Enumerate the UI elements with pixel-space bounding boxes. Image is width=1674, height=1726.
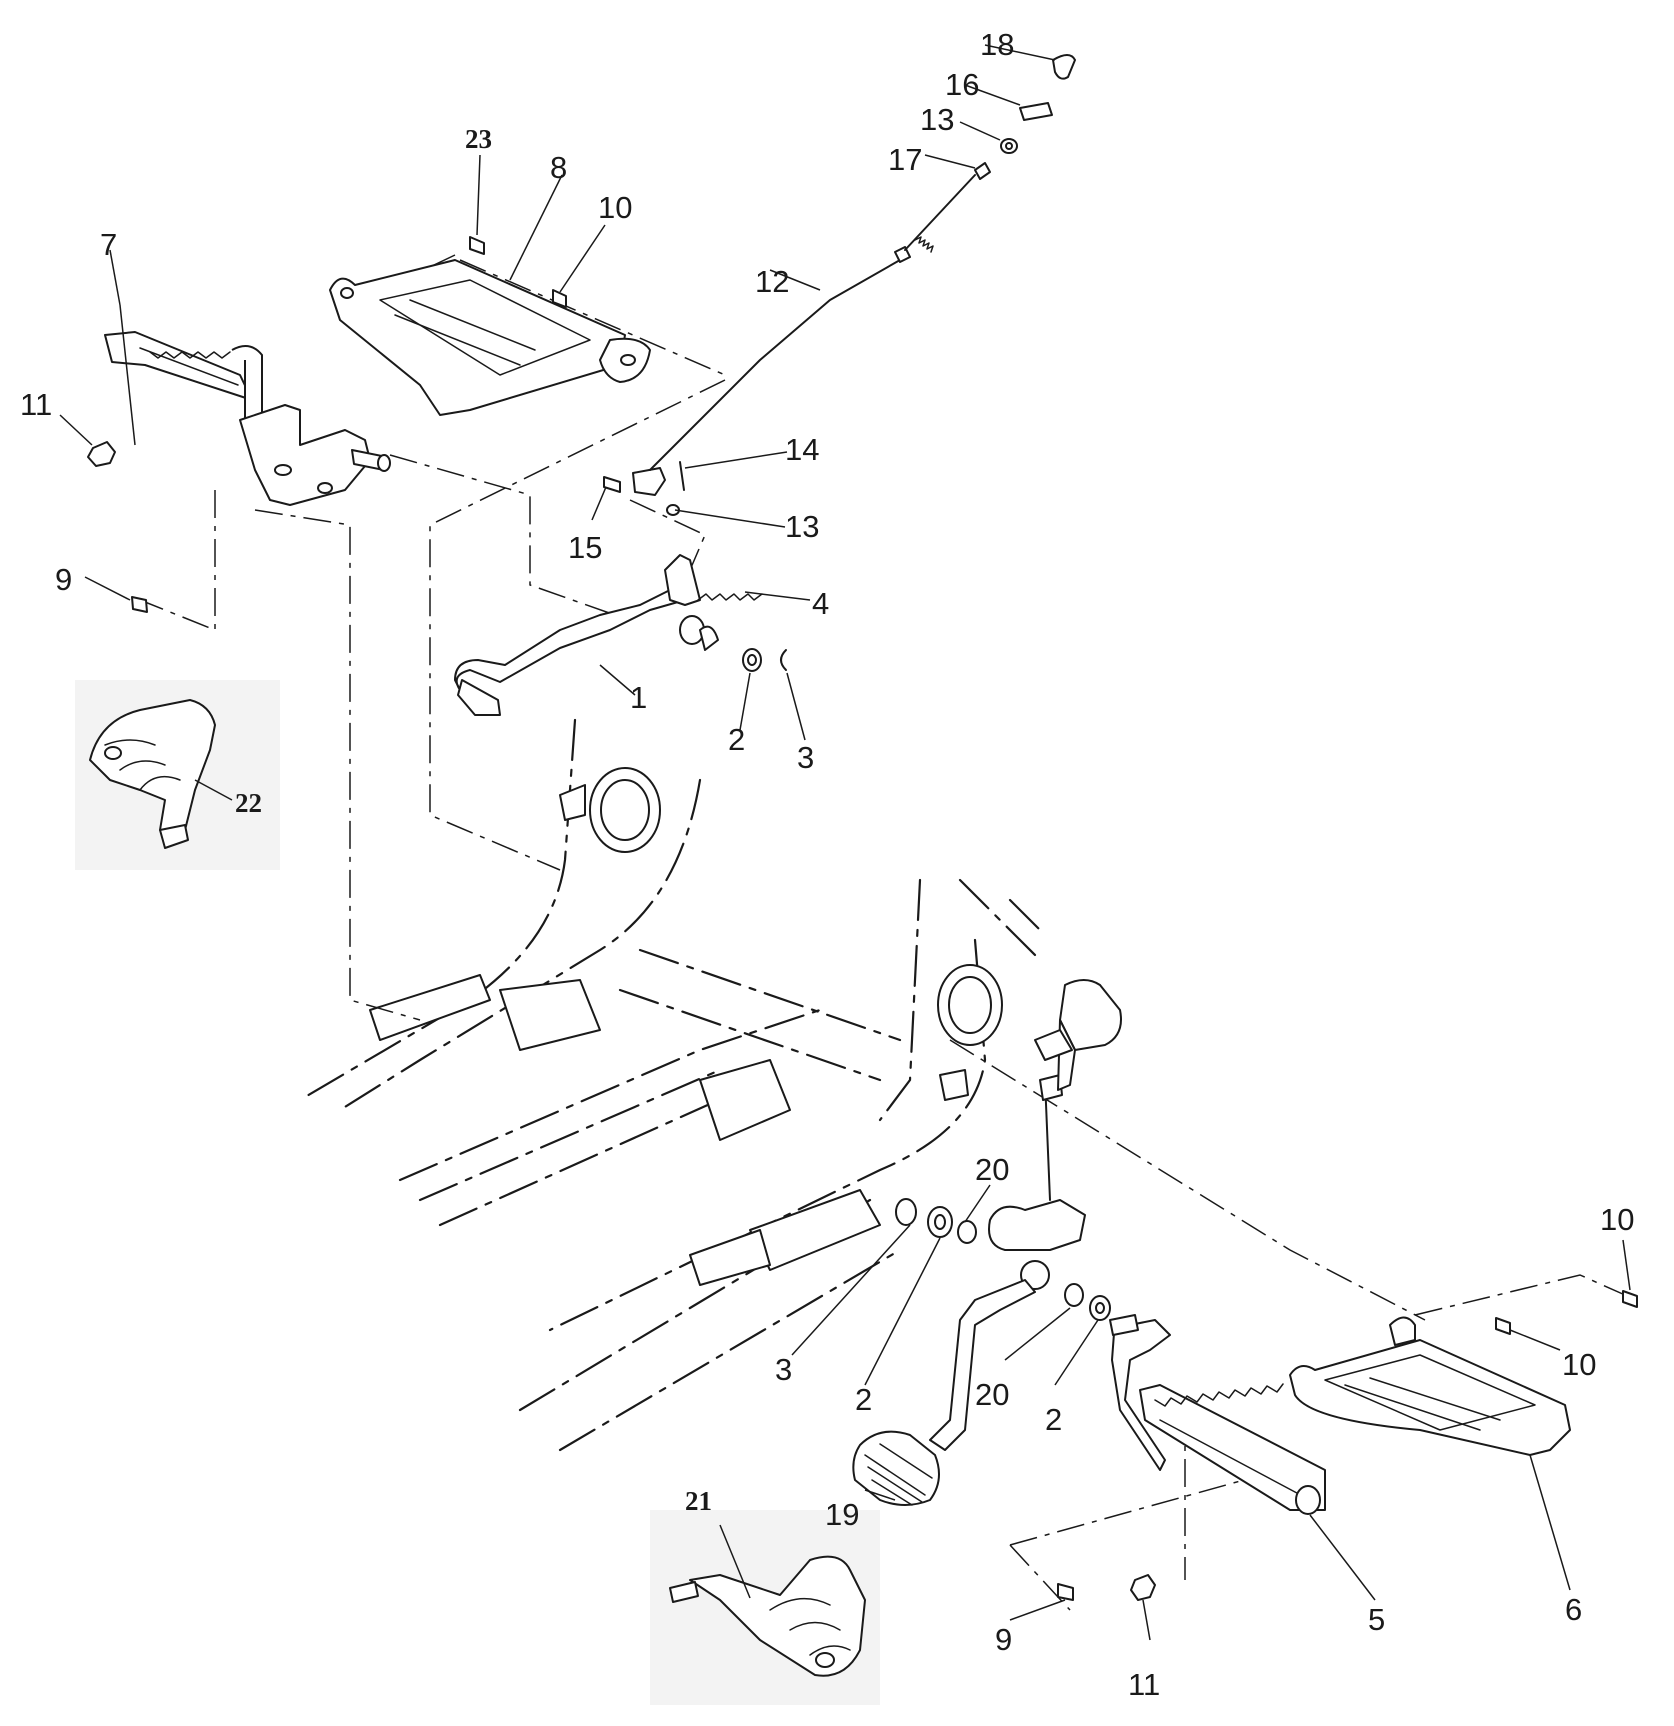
- callout-5: 5: [1368, 1602, 1385, 1637]
- part-6-right-footboard: [1289, 1290, 1638, 1456]
- callout-22: 22: [235, 788, 262, 818]
- callout-14: 14: [785, 432, 819, 467]
- leader-lines: [59, 44, 1631, 1641]
- callout-2: 2: [728, 722, 745, 757]
- callout-10: 10: [1600, 1202, 1634, 1237]
- callout-13: 13: [785, 509, 819, 544]
- callout-12: 12: [755, 264, 789, 299]
- callout-10: 10: [598, 190, 632, 225]
- callout-7: 7: [100, 227, 117, 262]
- callout-3: 3: [797, 740, 814, 775]
- frame-assembly: [298, 718, 1042, 1452]
- callout-20: 20: [975, 1377, 1009, 1412]
- callout-6: 6: [1565, 1592, 1582, 1627]
- callout-3: 3: [775, 1352, 792, 1387]
- part-8-left-footboard: [329, 259, 651, 416]
- callout-13: 13: [920, 102, 954, 137]
- callout-8: 8: [550, 150, 567, 185]
- callout-9: 9: [55, 562, 72, 597]
- callout-23: 23: [465, 124, 492, 154]
- callout-21: 21: [685, 1486, 712, 1516]
- part-7-left-footpeg: [104, 331, 391, 506]
- callout-10: 10: [1562, 1347, 1596, 1382]
- callout-9: 9: [995, 1622, 1012, 1657]
- callout-2: 2: [855, 1382, 872, 1417]
- callout-18: 18: [980, 27, 1014, 62]
- inset-21-right-heel-guard: [650, 1510, 880, 1705]
- part-5-right-footpeg: [1057, 1314, 1326, 1601]
- callout-15: 15: [568, 530, 602, 565]
- part-19-shift-lever: [852, 979, 1122, 1506]
- callout-1: 1: [630, 680, 647, 715]
- callout-2: 2: [1045, 1402, 1062, 1437]
- callout-11: 11: [1128, 1667, 1160, 1702]
- callout-17: 17: [888, 142, 922, 177]
- inset-22-left-heel-guard: [75, 680, 280, 870]
- callout-19: 19: [825, 1497, 859, 1532]
- callout-11: 11: [20, 387, 52, 422]
- callout-labels: 7 11 9 23 8 10 12 18 16 13 17 14 13 15 4…: [20, 27, 1634, 1702]
- callout-20: 20: [975, 1152, 1009, 1187]
- small-hardware-upper: [87, 54, 1076, 672]
- part-1-brake-pedal: [454, 554, 719, 716]
- callout-16: 16: [945, 67, 979, 102]
- callout-4: 4: [812, 586, 829, 621]
